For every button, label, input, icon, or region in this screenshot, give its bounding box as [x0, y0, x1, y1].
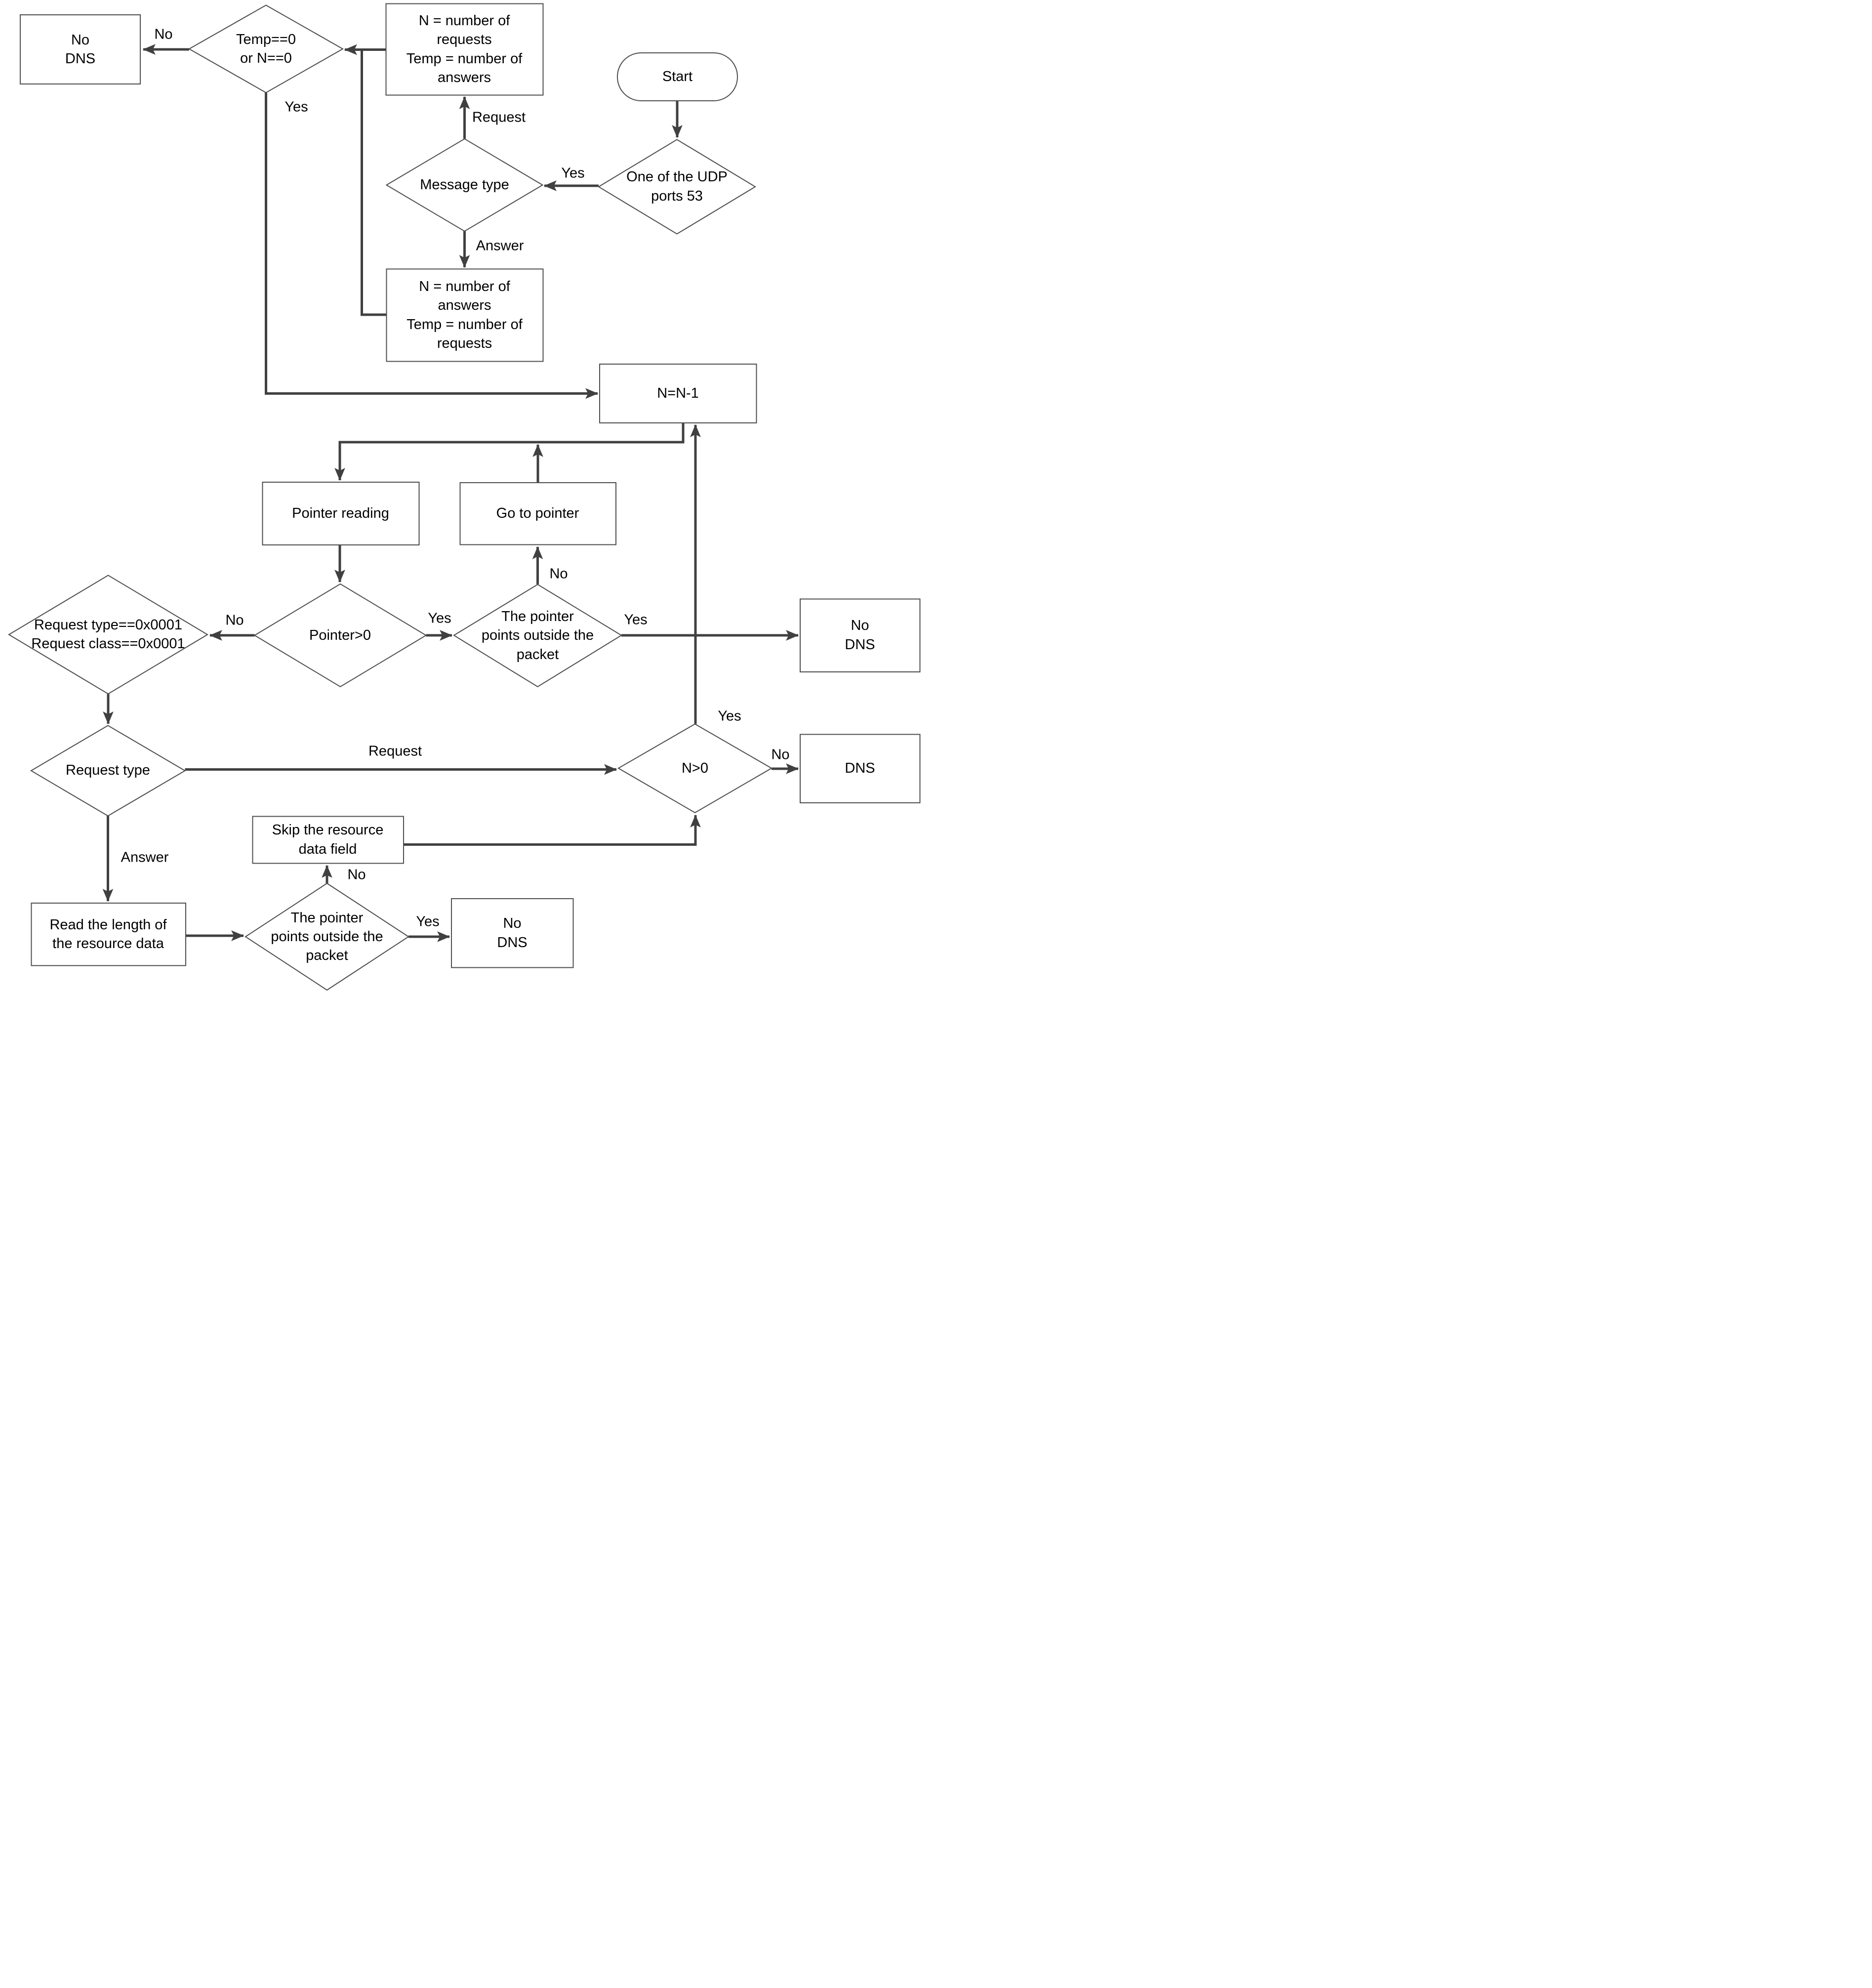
decision-outline-request-type	[30, 725, 186, 817]
decision-outline-n-gt-0	[617, 723, 773, 814]
process-outline-pointer-reading	[262, 482, 420, 545]
connectors	[102, 44, 799, 942]
process-outline-no-dns-bottom	[451, 898, 574, 968]
decision-outline-udp-check	[598, 139, 756, 235]
decision-outline-pointer-outside-2	[244, 882, 409, 991]
edge-skip-to-ngt0	[404, 814, 701, 846]
process-outline-no-dns-right	[800, 598, 921, 672]
decision-outline-message-type	[385, 138, 544, 232]
process-outline-read-length	[31, 903, 186, 966]
edge-answers-box-junction	[361, 48, 387, 316]
process-outline-n-minus-1	[599, 364, 757, 423]
process-outline-go-to-pointer	[459, 482, 616, 545]
terminator-outline-start	[617, 52, 738, 101]
process-outline-dns	[800, 734, 921, 803]
decision-outline-temp-or-n-zero	[188, 4, 344, 93]
edge-nn1-to-pointer-reading	[334, 423, 685, 481]
decision-outline-pointer-gt-0	[253, 583, 427, 688]
decision-outline-pointer-outside-1	[453, 583, 622, 688]
process-outline-set-n-answers	[386, 268, 544, 362]
flowchart-canvas: No DNS Temp==0 or N==0 N = number of req…	[0, 0, 936, 994]
process-outline-skip-resource	[252, 816, 404, 864]
edge-temp-yes-to-nn1	[265, 92, 599, 399]
process-outline-no-dns-top	[20, 14, 141, 84]
shape-outlines	[8, 3, 921, 991]
process-outline-set-n-requests	[385, 3, 544, 96]
flowchart-shapes-and-connectors	[8, 3, 921, 991]
decision-outline-request-type-class	[8, 575, 208, 695]
